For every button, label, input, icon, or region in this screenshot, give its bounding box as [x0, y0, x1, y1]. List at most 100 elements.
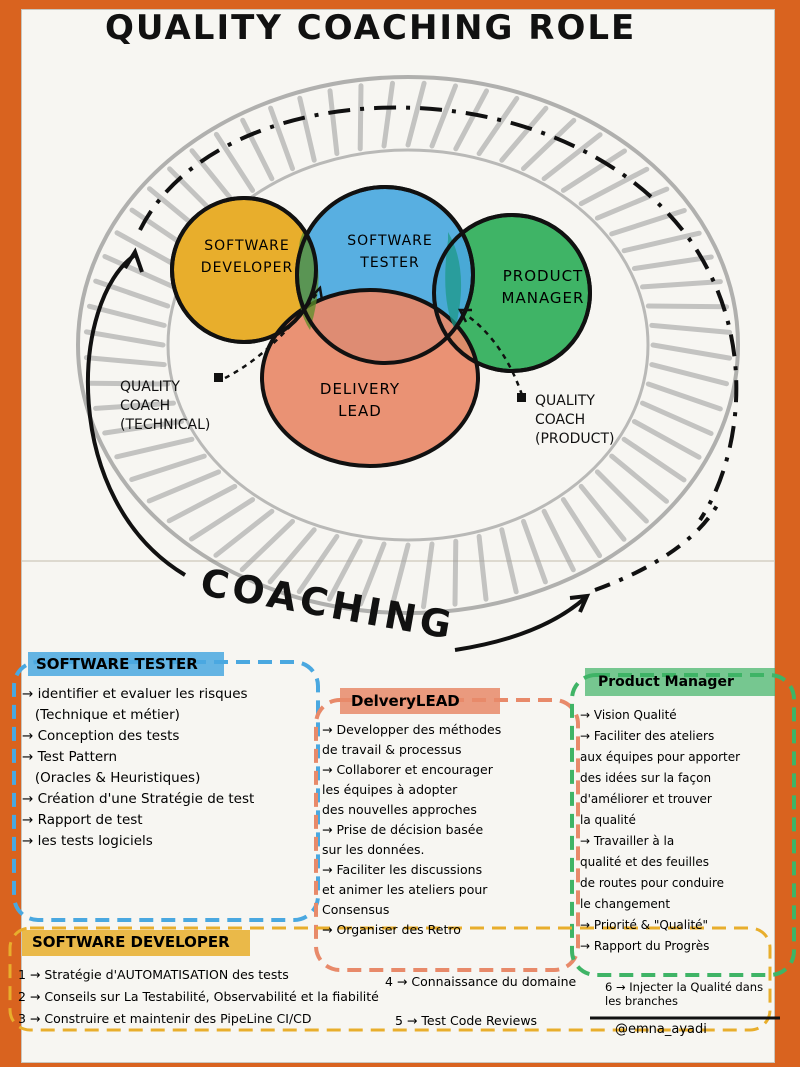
hatch-stroke	[560, 497, 603, 559]
tester-label-line1: SOFTWARE	[347, 233, 433, 249]
page-title: QUALITY COACHING ROLE	[105, 8, 637, 48]
hatch-stroke	[296, 533, 340, 595]
list-item: les équipes à adopter	[322, 780, 574, 800]
list-item: la qualité	[580, 810, 790, 831]
dev-item-text: Connaissance du domaine	[411, 974, 577, 989]
hatch-stroke	[609, 453, 669, 504]
hatch-stroke	[327, 538, 363, 602]
list-item: → Rapport du Progrès	[580, 939, 710, 953]
dev-item-text: Injecter la Qualité dans les branches	[605, 980, 764, 1008]
hatch-stroke	[405, 80, 427, 148]
hatch-stroke	[87, 303, 167, 328]
dev-item-number: 3	[18, 1011, 26, 1026]
list-item-text: Création d'une Stratégie de test	[37, 791, 255, 807]
list-item: des nouvelles approches	[322, 800, 574, 820]
hatch-stroke	[645, 381, 723, 412]
hatch-stroke	[83, 329, 166, 348]
hatch-stroke	[429, 83, 458, 149]
list-item-text: Rapport de test	[37, 812, 143, 828]
hatch-stroke	[213, 131, 256, 193]
list-item-text: Consensus	[322, 902, 390, 917]
hatch-stroke	[578, 166, 650, 207]
dev-title-highlight	[22, 930, 250, 956]
dev-item-4: 4 → Connaissance du domaine	[385, 974, 577, 989]
hatch-stroke	[297, 95, 317, 163]
pm-title-highlight	[585, 668, 775, 696]
tester-box-list: → identifier et evaluer les risques (Tec…	[22, 684, 312, 852]
hatch-stroke	[640, 400, 714, 436]
qc-technical-line2: COACH	[120, 398, 171, 414]
coaching-arc-top	[138, 105, 739, 522]
list-item: → Faciliter les discussions	[322, 862, 483, 877]
hatch-stroke	[327, 88, 340, 157]
hatch-stroke	[86, 380, 171, 387]
pm-box-title: Product Manager	[598, 674, 734, 690]
hatch-stroke	[146, 469, 222, 504]
dev-box-border	[8, 926, 772, 1032]
qc-technical-line1: QUALITY	[120, 379, 180, 395]
list-item: → Travailler à la	[580, 834, 675, 848]
hatch-stroke	[621, 436, 687, 483]
coaching-arc-left	[86, 253, 187, 577]
tester-box-title: SOFTWARE TESTER	[36, 655, 198, 673]
hatch-stroke	[476, 533, 489, 602]
list-item: le changement	[580, 894, 790, 915]
hatch-stroke	[267, 527, 317, 585]
hatch-stroke	[389, 542, 411, 610]
dev-item-text: Construire et maintenir des PipeLine CI/…	[44, 1011, 312, 1026]
hatch-stroke	[189, 148, 238, 207]
list-item: (Oracles & Heuristiques)	[22, 768, 312, 789]
lead-label-line1: DELIVERY	[319, 380, 401, 398]
lead-box-title: DelveryLEAD	[351, 692, 460, 710]
dev-item-5: 5 → Test Code Reviews	[395, 1013, 538, 1028]
qc-product-pointer	[461, 310, 524, 396]
author-signature: @emna_ayadi	[615, 1022, 707, 1037]
list-item: → les tests logiciels	[22, 833, 153, 849]
tester-label-line2: TESTER	[360, 255, 420, 271]
hatch-stroke	[381, 80, 395, 149]
paper-sheet	[22, 10, 774, 1062]
list-item-text: Test Pattern	[37, 749, 118, 765]
pm-box-border	[570, 673, 796, 977]
list-item-text: Collaborer et encourager	[336, 762, 493, 777]
list-item: → Prise de décision basée	[322, 822, 484, 837]
list-item: Consensus	[322, 900, 574, 920]
list-item-text: d'améliorer et trouver	[580, 792, 712, 806]
hatch-stroke	[358, 541, 387, 607]
lead-circle	[260, 288, 480, 468]
qc-technical-line3: (TECHNICAL)	[120, 417, 211, 433]
list-item-text: Developper des méthodes	[336, 722, 502, 737]
hatch-stroke	[499, 105, 549, 163]
list-item-text: la qualité	[580, 813, 636, 827]
hatch-stroke	[621, 230, 702, 254]
pm-box-list: → Vision Qualité → Faciliter des atelier…	[580, 705, 790, 957]
list-item-text: Priorité & "Qualité"	[593, 918, 709, 932]
hatch-stroke	[166, 483, 238, 524]
pm-label-line2: MANAGER	[501, 289, 585, 307]
tester-box-border	[12, 660, 320, 922]
hatch-stroke	[578, 483, 627, 542]
list-item: → Création d'une Stratégie de test	[22, 791, 255, 807]
list-item: des idées sur la façon	[580, 768, 790, 789]
coaching-arc-bottom	[454, 596, 587, 652]
lead-label-line2: LEAD	[338, 402, 382, 420]
hatch-stroke	[649, 322, 733, 335]
list-item: → Developper des méthodes	[322, 722, 502, 737]
list-item: → Organiser des Retro	[322, 922, 461, 937]
coaching-arc-left-arrowhead	[123, 247, 144, 273]
list-item-text: les équipes à adopter	[322, 782, 458, 797]
list-item: sur les données.	[322, 840, 574, 860]
list-item-text: (Technique et métier)	[34, 707, 180, 723]
qc-technical-pointer	[224, 291, 320, 380]
list-item: qualité et des feuilles	[580, 852, 790, 873]
dev-item-number: 6	[605, 980, 613, 994]
qc-product-line1: QUALITY	[535, 393, 595, 409]
list-item-text: identifier et evaluer les risques	[37, 686, 248, 702]
hatch-stroke	[640, 279, 723, 290]
list-item-text: Conception des tests	[37, 728, 180, 744]
list-item: aux équipes pour apporter	[580, 747, 790, 768]
developer-label: SOFTWARE DEVELOPER	[192, 235, 302, 279]
hatch-stroke	[521, 518, 548, 585]
list-item: de travail & processus	[322, 740, 574, 760]
dev-item-number: 4	[385, 974, 393, 989]
